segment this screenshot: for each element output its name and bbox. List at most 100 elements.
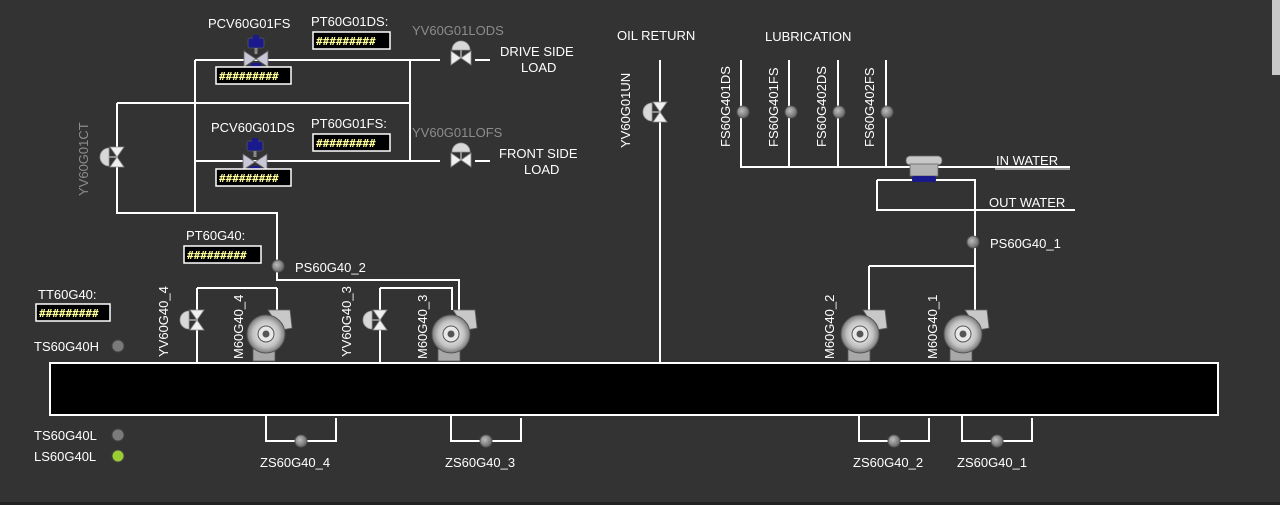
yv60g40-3-tag: YV60G40_3 — [339, 286, 354, 357]
gate-valve-icon — [642, 101, 668, 123]
cooler-control-valve[interactable] — [905, 155, 943, 182]
zs60g40-3-tag: ZS60G40_3 — [445, 455, 515, 470]
ls60g40l-tag: LS60G40L — [34, 449, 96, 464]
pump-m60g40-4[interactable]: M60G40_4 — [231, 295, 293, 362]
flow-switch-fs60g402fs[interactable]: FS60G402FS — [862, 67, 894, 147]
indicator-ts60g40l[interactable]: TS60G40L — [34, 428, 125, 443]
gate-valve-icon — [99, 146, 125, 168]
status-dot-icon — [111, 339, 125, 353]
solenoid-valve-yv60g01lofs[interactable]: YV60G01LOFS FRONT SIDE LOAD — [412, 125, 578, 177]
solenoid-valve-yv60g01ct[interactable]: YV60G01CT — [76, 122, 125, 196]
status-dot-icon — [784, 105, 798, 119]
status-dot-icon — [736, 105, 750, 119]
fs60g401fs-tag: FS60G401FS — [766, 67, 781, 147]
indicator-ts60g40h[interactable]: TS60G40H — [34, 339, 125, 354]
fs60g401ds-tag: FS60G401DS — [718, 66, 733, 147]
front-side-label: FRONT SIDE — [499, 146, 578, 161]
drive-side-label: DRIVE SIDE — [500, 44, 574, 59]
temperature-transmitter-tt60g40[interactable]: TT60G40: ######### — [35, 287, 111, 322]
bottom-border — [0, 502, 1280, 505]
pcv60g01fs-tag: PCV60G01FS — [208, 16, 291, 31]
control-valve-icon — [242, 137, 268, 171]
control-valve-pcv60g01fs[interactable]: PCV60G01FS ######### — [208, 16, 292, 85]
position-switch-zs60g40-1[interactable]: ZS60G40_1 — [957, 434, 1027, 470]
pressure-switch-ps60g40-1[interactable]: PS60G40_1 — [966, 235, 1061, 251]
zs60g40-4-tag: ZS60G40_4 — [260, 455, 330, 470]
pt60g40-tag: PT60G40: — [186, 228, 245, 243]
pump-m60g40-2[interactable]: M60G40_2 — [822, 295, 888, 362]
pressure-transmitter-pt60g01fs[interactable]: PT60G01FS: ######### — [311, 116, 391, 152]
ps60g40-2-tag: PS60G40_2 — [295, 260, 366, 275]
status-dot-icon — [887, 434, 901, 448]
pt60g01fs-value: ######### — [316, 137, 376, 150]
m60g40-3-tag: M60G40_3 — [415, 295, 430, 359]
position-switch-zs60g40-2[interactable]: ZS60G40_2 — [853, 434, 923, 470]
gate-valve-icon — [362, 309, 388, 331]
yv60g40-4-tag: YV60G40_4 — [156, 286, 171, 357]
solenoid-valve-yv60g01lods[interactable]: YV60G01LODS DRIVE SIDE LOAD — [412, 23, 574, 75]
pressure-transmitter-pt60g01ds[interactable]: PT60G01DS: ######### — [311, 14, 391, 50]
status-dot-icon — [294, 434, 308, 448]
zs60g40-2-tag: ZS60G40_2 — [853, 455, 923, 470]
status-dot-icon — [966, 235, 980, 249]
front-load-label: LOAD — [524, 162, 559, 177]
status-dot-icon — [111, 449, 125, 463]
m60g40-1-tag: M60G40_1 — [925, 295, 940, 359]
control-valve-icon — [243, 34, 269, 68]
pcv60g01ds-value: ######### — [219, 172, 279, 185]
lubrication-header: LUBRICATION — [765, 29, 851, 44]
fs60g402ds-tag: FS60G402DS — [814, 66, 829, 147]
flow-switch-fs60g402ds[interactable]: FS60G402DS — [814, 66, 846, 147]
centrifugal-pump-icon — [431, 309, 478, 362]
pcv60g01fs-value: ######### — [219, 70, 279, 83]
vertical-scrollbar[interactable] — [1272, 0, 1280, 75]
status-dot-icon — [479, 434, 493, 448]
zs60g40-1-tag: ZS60G40_1 — [957, 455, 1027, 470]
out-water-label: OUT WATER — [989, 195, 1065, 210]
control-valve-pcv60g01ds[interactable]: PCV60G01DS ######### — [211, 120, 295, 187]
valve-actuator-icon — [912, 176, 936, 182]
solenoid-valve-yv60g01un[interactable]: YV60G01UN — [618, 73, 668, 148]
yv60g01ct-tag: YV60G01CT — [76, 122, 91, 196]
centrifugal-pump-icon — [943, 309, 990, 362]
ps60g40-1-tag: PS60G40_1 — [990, 236, 1061, 251]
oil-tank — [49, 362, 1219, 416]
gate-valve-icon — [179, 309, 205, 331]
tt60g40-tag: TT60G40: — [38, 287, 97, 302]
drive-load-label: LOAD — [521, 60, 556, 75]
status-dot-icon — [111, 428, 125, 442]
position-switch-zs60g40-3[interactable]: ZS60G40_3 — [445, 434, 515, 470]
gate-valve-icon — [450, 40, 472, 66]
solenoid-valve-yv60g40-3[interactable]: YV60G40_3 — [339, 286, 388, 357]
centrifugal-pump-icon — [840, 309, 888, 362]
yv60g01un-tag: YV60G01UN — [618, 73, 633, 148]
pt60g01ds-tag: PT60G01DS: — [311, 14, 388, 29]
status-dot-icon — [271, 259, 285, 273]
pt60g40-value: ######### — [187, 249, 247, 262]
m60g40-4-tag: M60G40_4 — [231, 295, 246, 359]
oil-return-header: OIL RETURN — [617, 28, 695, 43]
pump-m60g40-3[interactable]: M60G40_3 — [415, 295, 478, 362]
pressure-transmitter-pt60g40[interactable]: PT60G40: ######### — [183, 228, 262, 264]
ts60g40l-tag: TS60G40L — [34, 428, 97, 443]
position-switch-zs60g40-4[interactable]: ZS60G40_4 — [260, 434, 330, 470]
flow-switch-fs60g401ds[interactable]: FS60G401DS — [718, 66, 750, 147]
status-dot-icon — [880, 105, 894, 119]
status-dot-icon — [832, 105, 846, 119]
solenoid-valve-yv60g40-4[interactable]: YV60G40_4 — [156, 286, 205, 357]
yv60g01lofs-tag: YV60G01LOFS — [412, 125, 503, 140]
flow-switch-fs60g401fs[interactable]: FS60G401FS — [766, 67, 798, 147]
yv60g01lods-tag: YV60G01LODS — [412, 23, 504, 38]
pt60g01ds-value: ######### — [316, 35, 376, 48]
pump-m60g40-1[interactable]: M60G40_1 — [925, 295, 990, 362]
indicator-ls60g40l[interactable]: LS60G40L — [34, 449, 125, 464]
tt60g40-value: ######### — [39, 307, 99, 320]
centrifugal-pump-icon — [246, 309, 293, 362]
status-dot-icon — [990, 434, 1004, 448]
pressure-switch-ps60g40-2[interactable]: PS60G40_2 — [271, 259, 366, 275]
in-water-label: IN WATER — [996, 153, 1058, 168]
gate-valve-icon — [450, 142, 472, 168]
ts60g40h-tag: TS60G40H — [34, 339, 99, 354]
m60g40-2-tag: M60G40_2 — [822, 295, 837, 359]
